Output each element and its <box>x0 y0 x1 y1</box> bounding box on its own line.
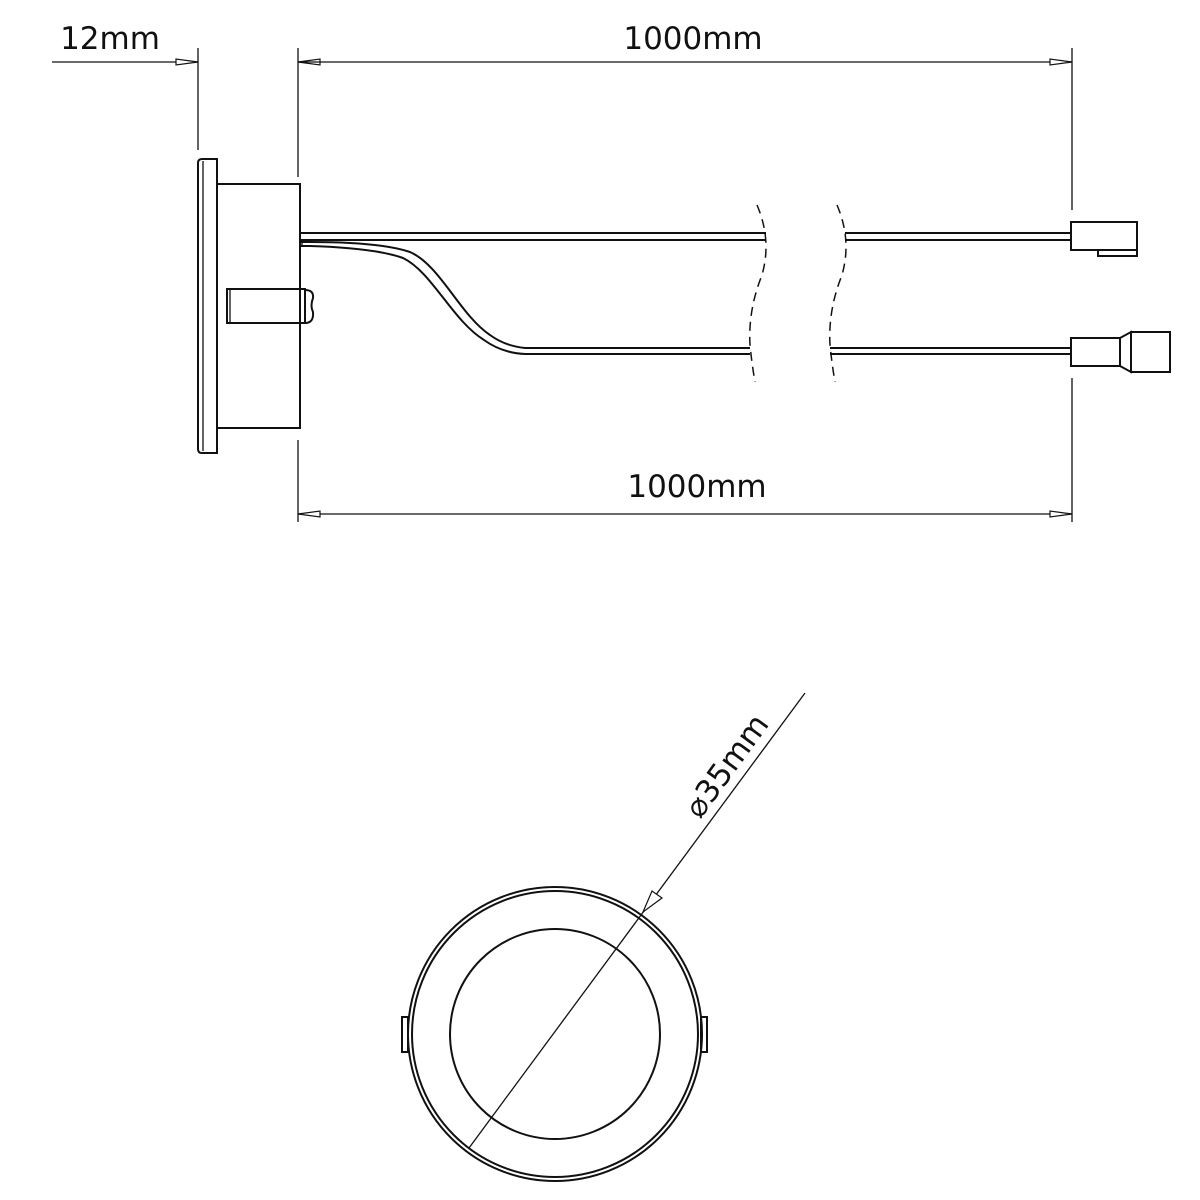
bottom-cable <box>300 241 1072 355</box>
top-cable <box>300 232 1072 241</box>
side-view: 12mm 1000mm 1000mm <box>52 21 1171 522</box>
outer-rim-inner-edge <box>411 890 699 1178</box>
lens <box>449 928 661 1140</box>
dim-label-12mm: 12mm <box>60 21 160 57</box>
dim-label-1000mm-bottom: 1000mm <box>627 469 766 505</box>
break-line-right <box>829 204 847 383</box>
dimension-12mm: 12mm <box>52 21 321 66</box>
dimension-1000mm-bottom: 1000mm <box>297 469 1073 518</box>
dim-label-1000mm-top: 1000mm <box>623 21 762 57</box>
break-line-left <box>749 204 767 383</box>
front-view: ⌀35mm <box>401 692 806 1182</box>
flange <box>197 158 218 454</box>
dim-label-diameter: ⌀35mm <box>677 708 776 825</box>
outer-rim <box>407 886 703 1182</box>
housing-body <box>216 183 301 429</box>
bottom-connector <box>1070 330 1171 374</box>
extension-lines <box>197 48 1073 522</box>
diameter-arrow <box>641 890 664 914</box>
diameter-line <box>468 692 806 1149</box>
dimension-1000mm-top: 1000mm <box>298 21 1073 66</box>
sensor-stub <box>226 288 315 324</box>
top-connector <box>1070 221 1138 257</box>
